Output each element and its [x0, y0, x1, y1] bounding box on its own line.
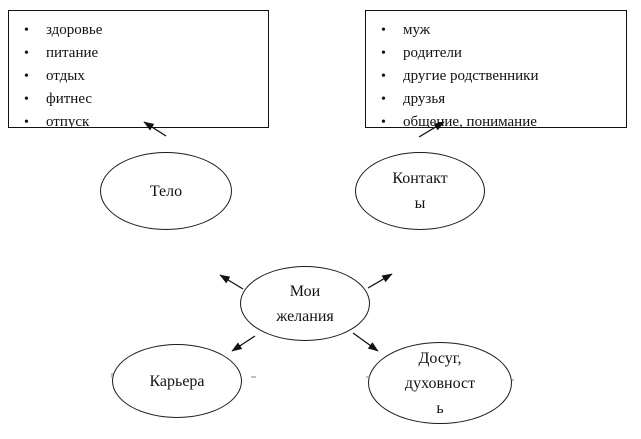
bullet-icon: • — [381, 69, 386, 84]
arrow-center-lower-left — [231, 335, 256, 352]
node-my-wishes-label: Мои желания — [276, 282, 334, 325]
bullet-icon: • — [381, 23, 386, 38]
node-leisure-spirituality: Досуг, духовност ь — [368, 342, 512, 424]
list-item: • отпуск — [9, 111, 268, 128]
list-item-text: друзья — [403, 91, 446, 107]
node-career-label: Карьера — [149, 372, 205, 390]
list-item: • отдых — [9, 65, 268, 88]
body-details-box: • здоровье • питание • отдых • фитнес • отпус… — [8, 10, 269, 128]
node-contacts-label: Контакт ы — [392, 170, 448, 212]
list-item: • друзья — [366, 88, 626, 111]
list-item-text: фитнес — [46, 91, 93, 107]
scan-speck — [251, 376, 256, 378]
bullet-icon: • — [381, 46, 386, 61]
list-item: • муж — [366, 19, 626, 42]
arrow-center-upper-left — [219, 274, 244, 290]
list-item-text: родители — [403, 45, 462, 61]
contacts-details-box: • муж • родители • другие родственники • дру… — [365, 10, 627, 128]
bullet-icon: • — [24, 92, 29, 107]
bullet-icon: • — [24, 23, 29, 38]
list-item: • питание — [9, 42, 268, 65]
node-contacts: Контакт ы — [355, 152, 485, 230]
bullet-icon: • — [24, 46, 29, 61]
node-body-label: Тело — [149, 182, 183, 200]
bullet-icon: • — [24, 69, 29, 84]
list-item: • фитнес — [9, 88, 268, 111]
list-item: • другие родственники — [366, 65, 626, 88]
bullet-icon: • — [24, 115, 29, 128]
list-item-text: другие родственники — [403, 68, 539, 84]
list-item-text: здоровье — [46, 22, 103, 38]
list-item-text: отпуск — [46, 114, 90, 128]
list-item-text: отдых — [46, 68, 85, 84]
list-item: • общение, понимание — [366, 111, 626, 128]
scan-speck — [512, 379, 514, 381]
list-item-text: муж — [403, 22, 431, 38]
arrow-center-lower-right — [352, 332, 379, 352]
list-item: • родители — [366, 42, 626, 65]
node-career: Карьера — [112, 344, 242, 418]
bullet-icon: • — [381, 92, 386, 107]
list-item-text: общение, понимание — [403, 114, 537, 128]
bullet-icon: • — [381, 115, 386, 128]
node-body: Тело — [100, 152, 232, 230]
node-my-wishes: Мои желания — [240, 266, 370, 341]
scan-speck — [111, 373, 113, 378]
arrow-center-upper-right — [367, 273, 393, 289]
scan-speck — [366, 376, 370, 378]
list-item: • здоровье — [9, 19, 268, 42]
list-item-text: питание — [46, 45, 99, 61]
node-leisure-spirituality-label: Досуг, духовност ь — [404, 349, 476, 417]
